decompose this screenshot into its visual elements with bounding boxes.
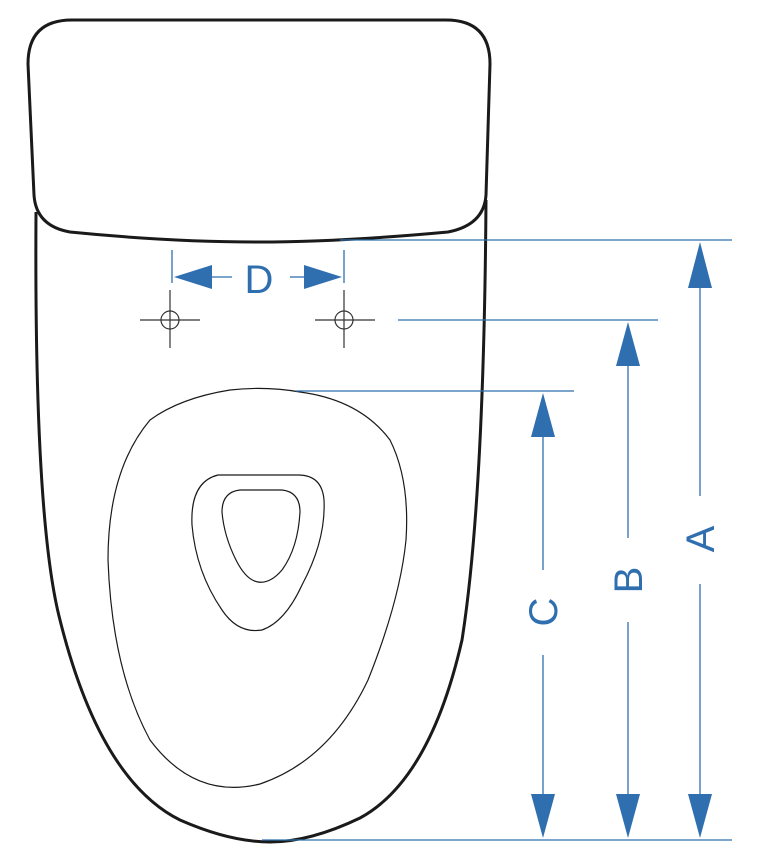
bowl-rim bbox=[191, 474, 325, 632]
dimension-b-label: B bbox=[607, 567, 651, 594]
dimension-d-arrow-right bbox=[304, 265, 342, 289]
dimension-c-arrow-top bbox=[531, 393, 555, 437]
dimension-c: C bbox=[522, 393, 566, 838]
dimension-c-label: C bbox=[522, 598, 566, 627]
dimension-d-arrow-left bbox=[174, 265, 212, 289]
seat-outline bbox=[107, 387, 408, 788]
dimension-c-arrow-bottom bbox=[531, 794, 555, 838]
mounting-hole-right-marker bbox=[315, 290, 375, 348]
mounting-hole-left-marker bbox=[140, 290, 200, 348]
toilet-body bbox=[26, 18, 492, 844]
seat-assembly bbox=[107, 387, 408, 788]
dimension-b-arrow-top bbox=[616, 322, 640, 366]
reference-lines bbox=[171, 239, 732, 841]
dimension-d-label: D bbox=[245, 258, 274, 302]
dimension-a-arrow-bottom bbox=[688, 794, 712, 838]
dimension-b-arrow-bottom bbox=[616, 794, 640, 838]
dimension-a-arrow-top bbox=[688, 242, 712, 288]
water-opening bbox=[221, 489, 301, 583]
dimension-b: B bbox=[607, 322, 651, 838]
dimension-a-label: A bbox=[679, 525, 723, 552]
tank-outline bbox=[26, 18, 492, 244]
dimension-a: A bbox=[679, 242, 723, 838]
dimension-d: D bbox=[174, 258, 342, 302]
bowl-outline bbox=[34, 199, 488, 844]
